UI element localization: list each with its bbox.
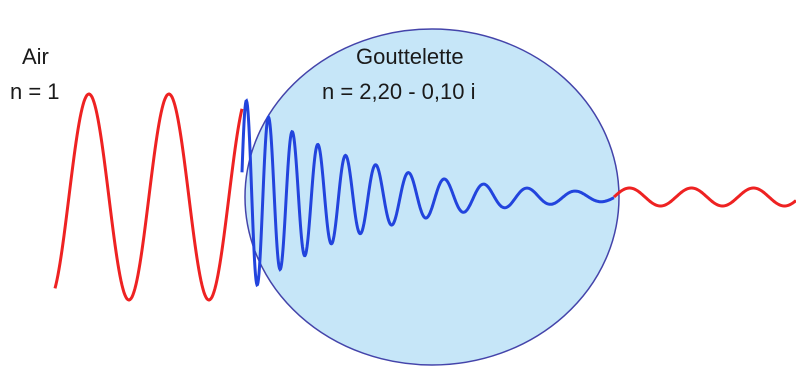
air-label: Air [22, 44, 49, 69]
droplet-label: Gouttelette [356, 44, 464, 69]
air-refractive-index: n = 1 [10, 79, 60, 104]
droplet-circle [244, 28, 620, 366]
damped-wave-droplet [240, 98, 615, 288]
incident-wave-air [53, 92, 244, 302]
transmitted-wave [612, 186, 796, 208]
droplet-refractive-index: n = 2,20 - 0,10 i [322, 79, 476, 104]
